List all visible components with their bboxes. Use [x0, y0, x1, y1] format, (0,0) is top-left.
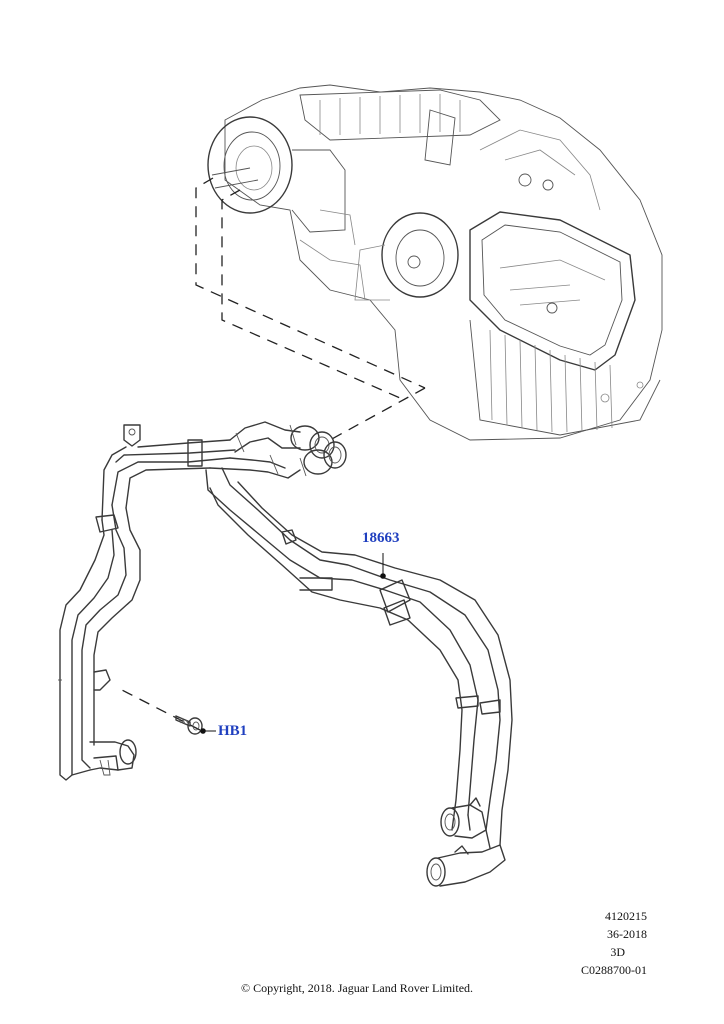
dashed-leaders — [117, 177, 426, 731]
drawing-date: 36-2018 — [607, 927, 647, 941]
callout-18663[interactable]: 18663 — [362, 530, 400, 546]
bolt-hb1-illustration — [175, 715, 203, 735]
drawing-reference: C0288700-01 — [581, 963, 647, 977]
hvac-unit-illustration — [207, 84, 663, 441]
copyright-notice: © Copyright, 2018. Jaguar Land Rover Lim… — [240, 981, 474, 995]
drawing-number: 4120215 — [605, 909, 647, 923]
callout-leaders — [200, 553, 386, 734]
drawing-view: 3D — [610, 945, 625, 959]
heater-hose-assembly — [58, 421, 513, 887]
callout-hb1[interactable]: HB1 — [218, 723, 248, 739]
